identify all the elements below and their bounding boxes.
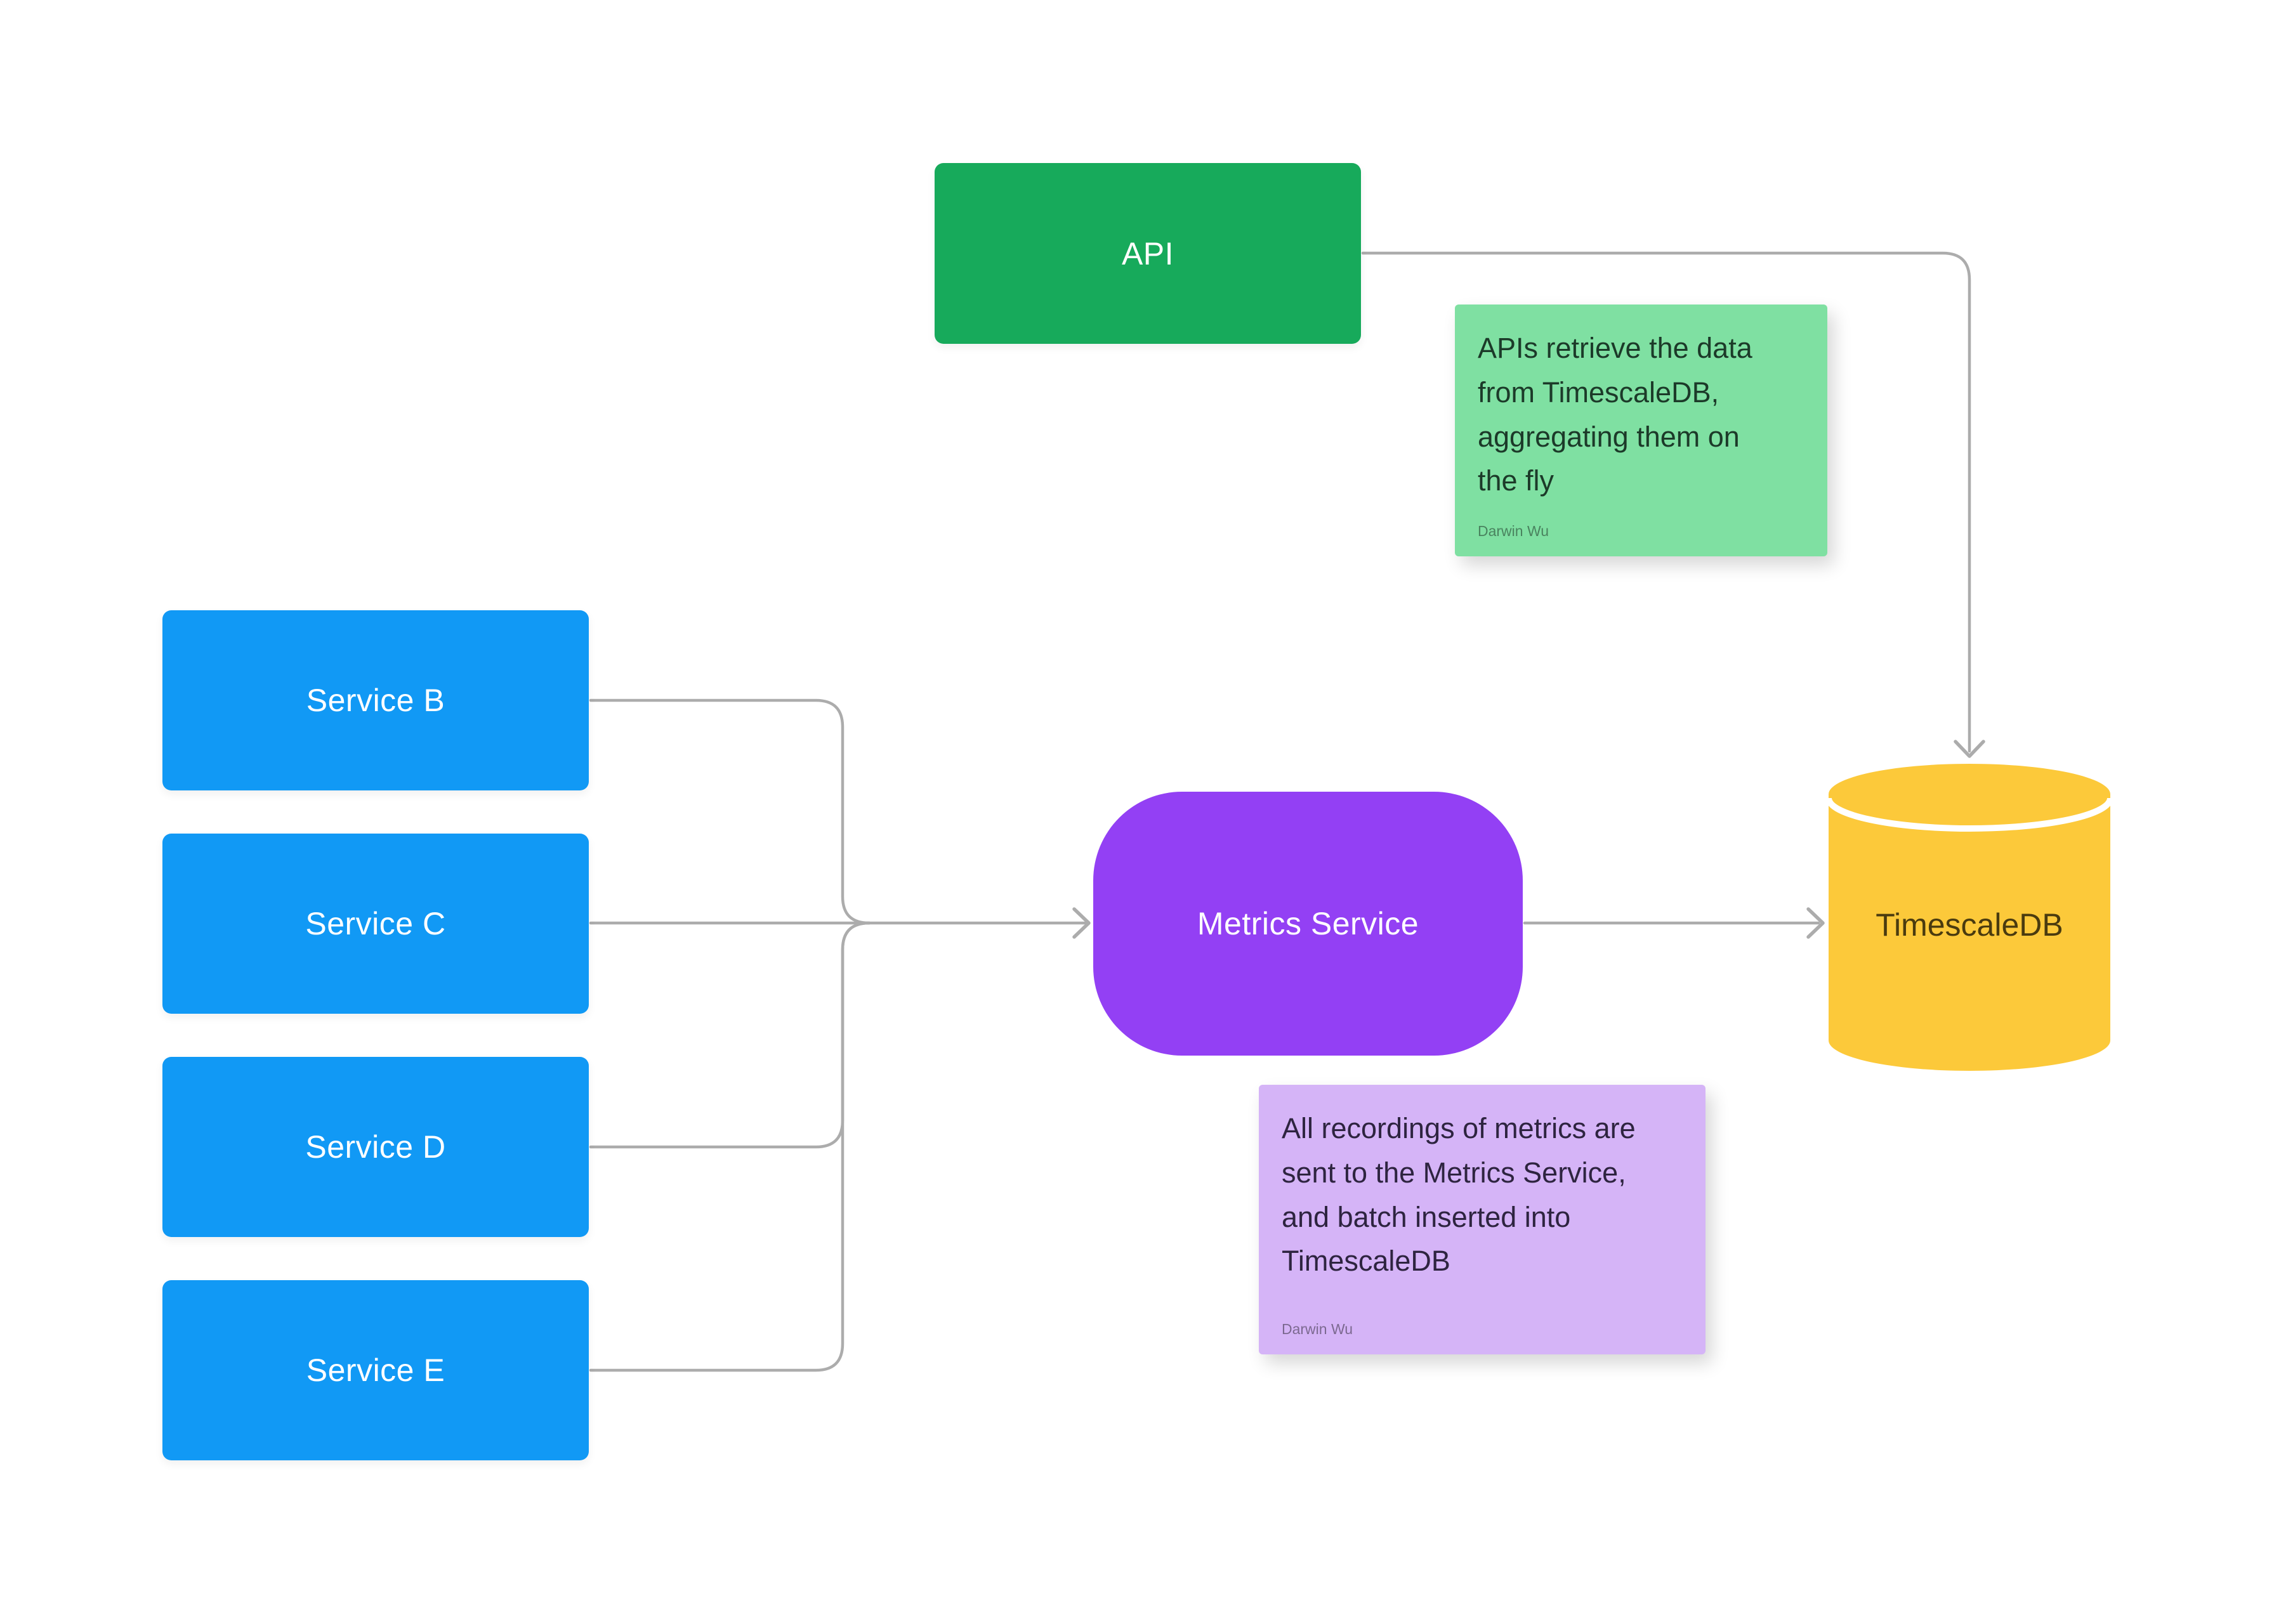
sticky-note-metrics-text: All recordings of metrics are sent to th… xyxy=(1282,1112,1636,1278)
node-service-d-label: Service D xyxy=(305,1129,446,1165)
node-service-e-label: Service E xyxy=(306,1352,445,1388)
connector-service-e-to-merge[interactable] xyxy=(589,921,871,1372)
connector-service-b-to-merge[interactable] xyxy=(589,698,871,925)
connector-metrics-to-timescaledb[interactable] xyxy=(1523,907,1825,939)
timescaledb-cylinder[interactable] xyxy=(1825,764,2113,1071)
sticky-note-metrics-author: Darwin Wu xyxy=(1282,1321,1353,1337)
connector-service-d-to-merge[interactable] xyxy=(589,921,871,1149)
sticky-note-api-text: APIs retrieve the data from TimescaleDB,… xyxy=(1478,332,1752,497)
node-service-e[interactable]: Service E xyxy=(162,1280,589,1460)
arrowhead-into-timescaledb-left xyxy=(1806,907,1825,939)
node-metrics-service[interactable]: Metrics Service xyxy=(1093,792,1523,1056)
node-service-c-label: Service C xyxy=(305,906,446,941)
node-service-c[interactable]: Service C xyxy=(162,834,589,1014)
node-metrics-service-label: Metrics Service xyxy=(1197,906,1419,941)
connector-api-to-timescaledb[interactable] xyxy=(1361,251,1985,758)
node-api[interactable]: API xyxy=(935,163,1361,344)
cylinder-body xyxy=(1829,764,2110,1071)
node-timescaledb[interactable]: TimescaleDB xyxy=(1829,764,2110,1071)
sticky-note-api[interactable]: APIs retrieve the data from TimescaleDB,… xyxy=(1455,304,1827,556)
cylinder-lid-line xyxy=(1825,797,2113,832)
sticky-note-metrics[interactable]: All recordings of metrics are sent to th… xyxy=(1259,1085,1705,1354)
node-service-d[interactable]: Service D xyxy=(162,1057,589,1237)
node-timescaledb-label: TimescaleDB xyxy=(1876,907,2063,943)
node-service-b-label: Service B xyxy=(306,683,445,718)
node-service-b[interactable]: Service B xyxy=(162,610,589,790)
connector-services-to-metrics[interactable] xyxy=(589,907,1091,939)
arrowhead-into-metrics xyxy=(1072,907,1091,939)
sticky-note-api-author: Darwin Wu xyxy=(1478,523,1549,539)
node-api-label: API xyxy=(1121,235,1174,272)
arrowhead-into-timescaledb-top xyxy=(1954,740,1985,758)
